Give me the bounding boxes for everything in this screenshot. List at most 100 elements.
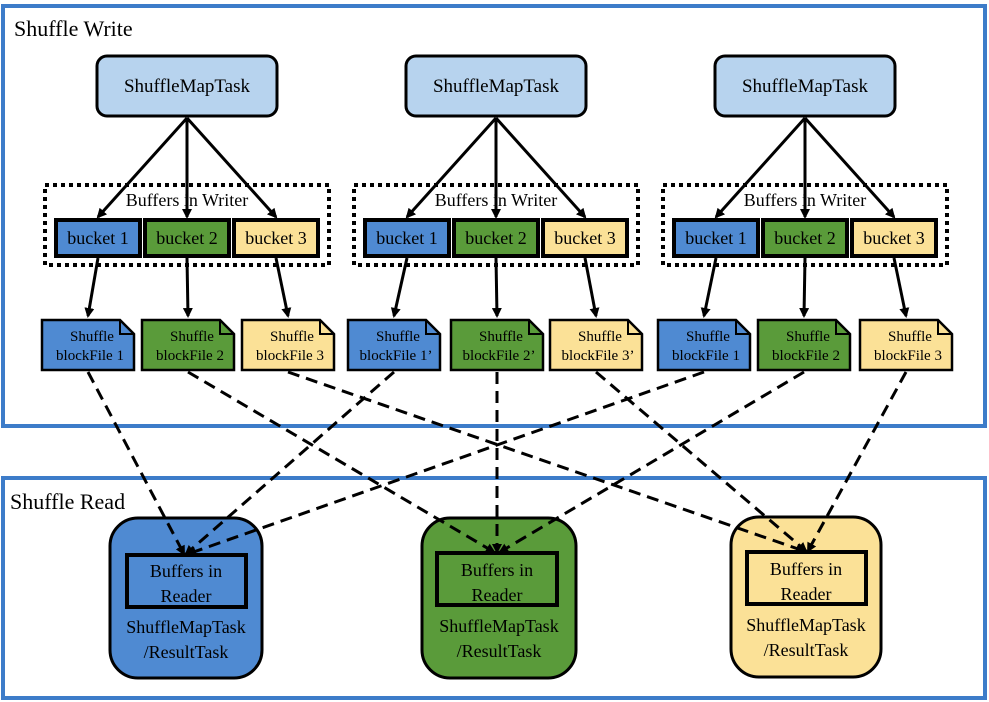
file-1-label-line2: blockFile 1’ [360,348,433,364]
bucket-2-box [143,218,231,258]
task-to-bucket-arrow [494,116,587,219]
file-3-label-line1: Shuffle [270,329,314,345]
bucket-3-label: bucket 3 [554,228,615,248]
file-corner-fold [319,320,334,335]
reader-task-box [729,515,883,679]
file-2-label-line1: Shuffle [786,329,830,345]
bucket-2-label: bucket 2 [465,228,526,248]
file-3-label-line2: blockFile 3’ [562,348,635,364]
shuffle-connections [86,370,908,557]
reader-buffer-label: Reader [161,586,212,606]
file-2-label-line1: Shuffle [170,329,214,345]
reader-task-label: /ResultTask [457,641,542,661]
file-1-label-line2: blockFile 1 [672,348,740,364]
file-1-label-line2: blockFile 1 [56,348,124,364]
bucket-to-file-arrow [84,257,100,318]
file-3-label-line2: blockFile 3 [874,348,942,364]
file-3-label-line2: blockFile 3 [256,348,324,364]
connection-arrow [806,371,908,553]
file-1-label-line1: Shuffle [70,329,114,345]
file-3-label-line1: Shuffle [888,329,932,345]
bucket-3-label: bucket 3 [245,228,306,248]
file-2-shape [449,318,545,372]
file-1-shape [346,318,442,372]
reader-task-box [420,516,578,680]
file-2-label-line2: blockFile 2 [156,348,224,364]
task-to-bucket-arrow [803,116,896,219]
file-3-shape [240,318,336,372]
connection-arrow [187,370,496,554]
file-corner-fold [119,320,134,335]
bucket-to-file-arrow [274,257,292,318]
connection-arrow [186,370,705,557]
bucket-1-box [363,218,451,258]
bucket-2-label: bucket 2 [774,228,835,248]
file-corner-fold [735,320,750,335]
connection-arrow [498,370,805,554]
task-to-bucket-arrow [405,116,498,219]
bucket-to-file-arrow [892,257,910,318]
bucket-to-file-arrow [583,257,600,318]
reader-buffer-label: Buffers in [770,559,842,579]
file-3-shape [858,318,954,372]
bucket-to-file-arrow [799,257,810,318]
bucket-to-file-arrow [491,257,502,318]
map-task-label: ShuffleMapTask [742,76,869,97]
file-corner-fold [219,320,234,335]
file-corner-fold [528,320,543,335]
reader-group-1: Buffers in Reader ShuffleMapTask /Result… [108,516,264,680]
task-to-bucket-arrow [185,116,278,219]
file-1-label-line1: Shuffle [376,329,420,345]
map-task-box [713,54,897,118]
bucket-3-box [850,218,938,258]
bucket-2-box [761,218,849,258]
file-2-shape [756,318,852,372]
bucket-2-label: bucket 2 [156,228,217,248]
reader-buffer-label: Reader [781,584,832,604]
bucket-1-box [672,218,760,258]
file-2-label-line2: blockFile 2 [772,348,840,364]
file-corner-fold [937,320,952,335]
connection-arrow [287,370,806,554]
bucket-to-file-arrow [390,257,409,318]
file-corner-fold [425,320,440,335]
task-to-bucket-arrow [96,116,189,219]
shuffle-read-title: Shuffle Read [10,489,125,514]
file-2-label-line1: Shuffle [479,329,523,345]
connection-arrow [86,371,186,556]
reader-task-box [108,516,264,680]
reader-task-label: ShuffleMapTask [126,617,245,637]
file-3-shape [548,318,644,372]
file-2-shape [140,318,236,372]
bucket-to-file-arrow [700,257,718,318]
bucket-2-box [452,218,540,258]
file-3-label-line1: Shuffle [578,329,622,345]
connection-arrow [184,370,395,556]
reader-group-3: Buffers in Reader ShuffleMapTask /Result… [729,515,883,679]
reader-buffer-label: Buffers in [461,560,533,580]
bucket-1-label: bucket 1 [685,228,746,248]
map-task-box [404,54,588,118]
file-corner-fold [627,320,642,335]
map-task-label: ShuffleMapTask [433,76,560,97]
reader-task-label: /ResultTask [144,642,229,662]
shuffle-write-title: Shuffle Write [14,16,133,41]
bucket-1-label: bucket 1 [376,228,437,248]
reader-buffer-label: Buffers in [150,561,222,581]
file-1-label-line1: Shuffle [686,329,730,345]
reader-task-label: ShuffleMapTask [746,615,865,635]
connection-arrow [595,370,808,553]
bucket-3-box [541,218,629,258]
bucket-3-label: bucket 3 [863,228,924,248]
bucket-1-label: bucket 1 [67,228,128,248]
file-1-shape [40,318,136,372]
writer-buffer-label: Buffers in Writer [744,190,867,210]
writer-buffer-label: Buffers in Writer [435,190,558,210]
task-to-bucket-arrow [714,116,807,219]
map-task-box [95,54,279,118]
